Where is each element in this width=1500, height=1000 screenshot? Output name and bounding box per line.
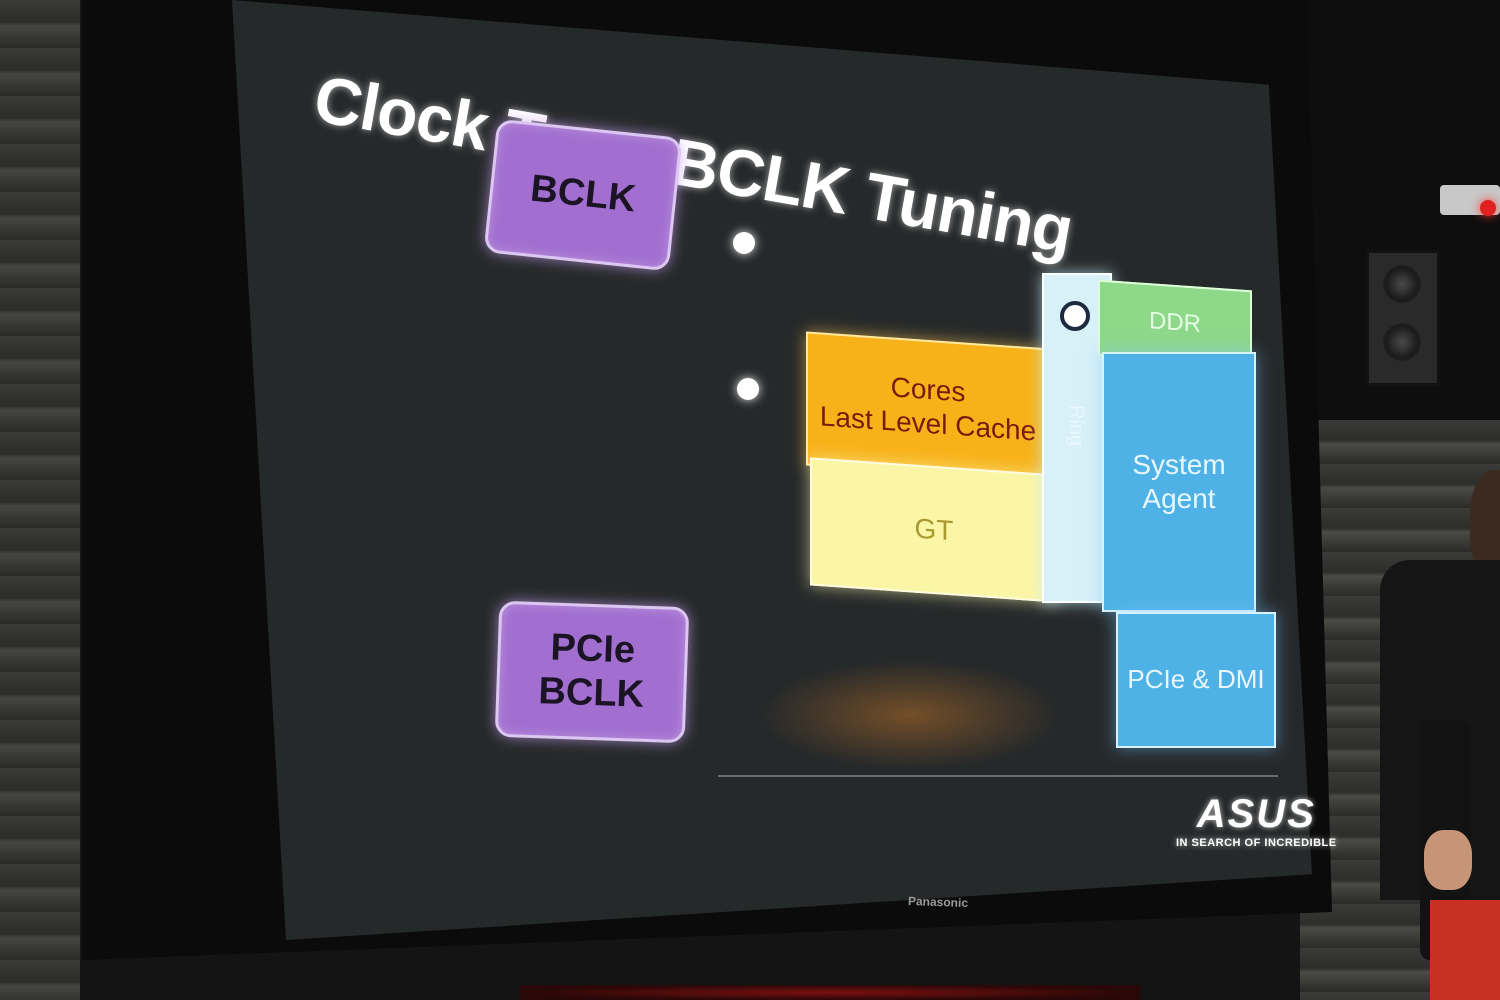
asus-wordmark: ASUS — [1196, 792, 1316, 836]
bullet-dot — [737, 378, 759, 400]
alarm-light — [1480, 200, 1496, 216]
bclk-label: BCLK — [528, 167, 638, 221]
ring-label: Ring — [1065, 405, 1087, 447]
speaker-woofer — [1383, 323, 1421, 361]
llc-label: Last Level Cache — [819, 400, 1037, 447]
asus-logo: ASUS IN SEARCH OF INCREDIBLE — [1176, 792, 1337, 849]
cores-label: Cores — [890, 371, 966, 409]
bullet-dot — [733, 232, 755, 254]
system-agent-block: System Agent — [1102, 352, 1256, 612]
pcie-bclk-line2: BCLK — [537, 670, 645, 716]
asus-tagline: IN SEARCH OF INCREDIBLE — [1176, 837, 1337, 849]
wall-speaker — [1366, 250, 1440, 386]
slide-footer-line — [718, 775, 1278, 777]
pcie-dmi-label: PCIe & DMI — [1127, 664, 1265, 695]
presenter-hand — [1424, 830, 1472, 890]
system-agent-line2: Agent — [1142, 483, 1216, 514]
pcie-dmi-block: PCIe & DMI — [1116, 612, 1276, 748]
ring-circle-icon — [1060, 301, 1090, 331]
system-agent-line1: System — [1132, 449, 1226, 481]
bclk-box: BCLK — [483, 118, 683, 272]
screen-reflection — [760, 660, 1060, 770]
speaker-tweeter — [1383, 265, 1421, 303]
floor-decor — [520, 985, 1140, 1000]
ddr-label: DDR — [1149, 306, 1201, 338]
gt-block: GT — [810, 457, 1058, 603]
pcie-bclk-box: PCIe BCLK — [494, 600, 690, 744]
pcie-bclk-line1: PCIe — [549, 626, 636, 672]
presenter — [1380, 470, 1500, 1000]
stone-wall-left — [0, 0, 80, 1000]
ring-bus-block: Ring — [1042, 273, 1112, 603]
monitor-brand: Panasonic — [907, 893, 969, 911]
gt-label: GT — [914, 512, 954, 547]
presenter-pants — [1430, 900, 1500, 1000]
